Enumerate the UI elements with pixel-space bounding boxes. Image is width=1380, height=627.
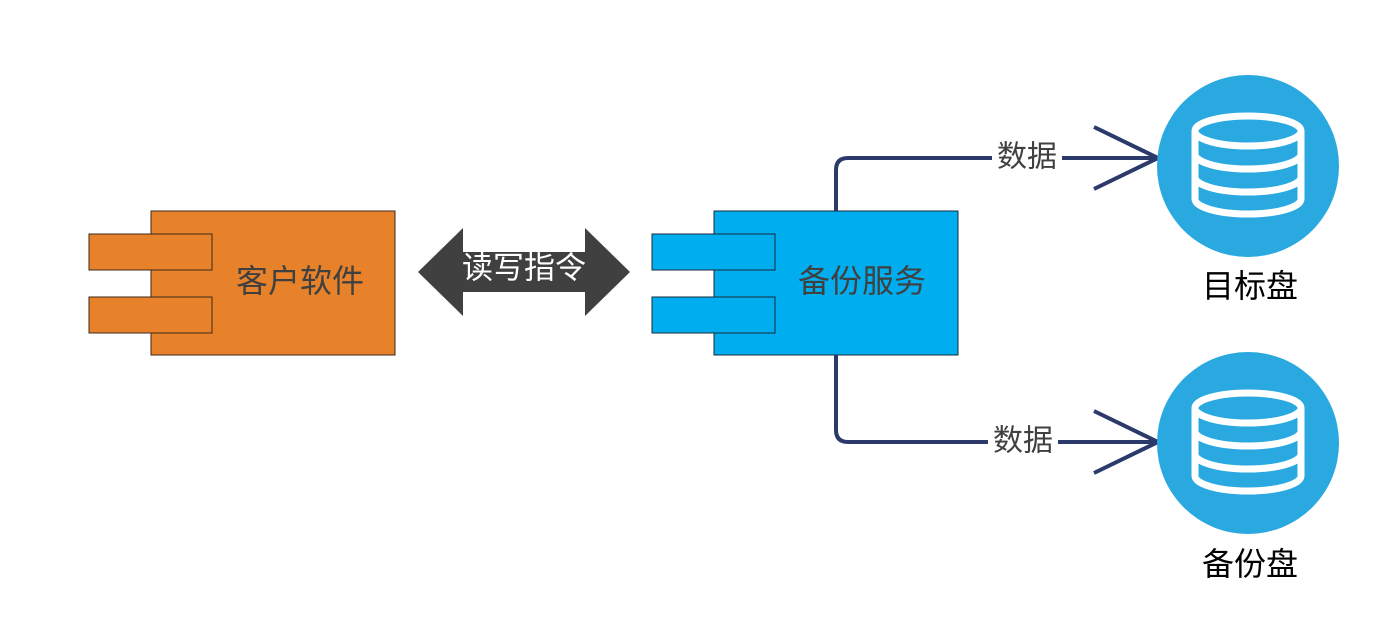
backup-disk: 备份盘 — [1157, 352, 1339, 583]
backup-disk-label: 备份盘 — [1202, 545, 1298, 583]
target-disk-label: 目标盘 — [1202, 267, 1298, 305]
backup-service-port-top — [651, 233, 776, 271]
edge-to-backup-disk: 数据 — [834, 355, 1163, 475]
edge-label-top: 数据 — [997, 140, 1057, 175]
client-software-component: 客户软件 — [88, 210, 396, 356]
database-icon — [1191, 389, 1305, 495]
backup-service-label: 备份服务 — [798, 262, 926, 300]
client-port-bottom — [88, 296, 213, 334]
backup-service-component: 备份服务 — [651, 210, 959, 356]
backup-service-port-bottom — [651, 296, 776, 334]
edge-label-bottom: 数据 — [993, 424, 1053, 459]
edge-label-bg-bottom — [988, 424, 1058, 460]
edge-line-bottom — [834, 355, 1158, 444]
connector-label: 读写指令 — [462, 251, 586, 287]
edge-line-top — [834, 156, 1158, 211]
edge-label-bg-top — [992, 140, 1062, 176]
double-arrow-shape — [418, 228, 630, 316]
database-icon — [1191, 112, 1305, 218]
read-write-command-connector: 读写指令 — [418, 228, 630, 316]
client-port-top — [88, 233, 213, 271]
edge-to-target-disk: 数据 — [834, 125, 1163, 211]
target-disk: 目标盘 — [1157, 75, 1339, 305]
client-label: 客户软件 — [236, 262, 364, 300]
